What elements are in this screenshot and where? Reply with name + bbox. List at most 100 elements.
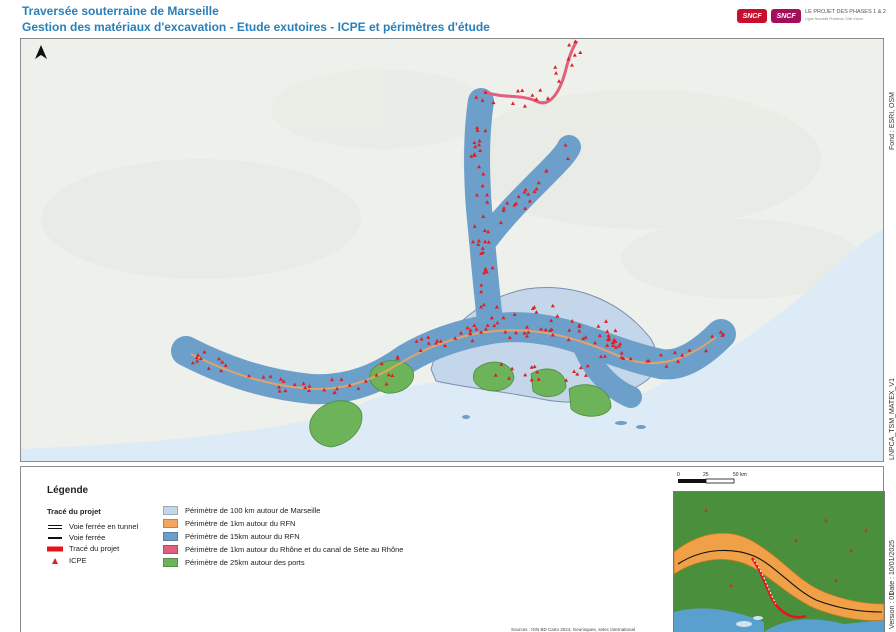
icpe-marker	[307, 384, 312, 388]
icpe-marker	[572, 369, 577, 373]
icpe-marker	[490, 265, 495, 270]
icpe-marker	[479, 283, 484, 287]
inset-map[interactable]	[673, 491, 885, 632]
icpe-marker	[524, 333, 529, 338]
icpe-marker	[442, 343, 447, 348]
icpe-marker	[414, 339, 419, 343]
icpe-marker	[486, 239, 491, 244]
icpe-marker	[489, 315, 494, 320]
icpe-marker	[470, 338, 475, 343]
map-subtitle: Gestion des matériaux d'excavation - Etu…	[22, 20, 490, 34]
icpe-marker	[501, 206, 506, 210]
icpe-marker	[476, 238, 481, 243]
legend-item-rhone: Périmètre de 1km autour du Rhône et du c…	[163, 544, 403, 555]
icpe-marker	[480, 183, 485, 188]
icpe-marker	[567, 42, 572, 47]
icpe-marker	[526, 192, 531, 196]
icpe-marker	[472, 140, 477, 145]
main-map[interactable]	[20, 38, 884, 462]
icpe-marker	[306, 388, 311, 393]
icpe-marker	[453, 336, 458, 340]
icpe-marker	[721, 332, 726, 336]
swatch-rfn1	[163, 519, 178, 528]
icpe-marker	[619, 350, 624, 355]
icpe-marker	[480, 98, 485, 102]
sncf-logo: SNCF	[737, 9, 768, 23]
icpe-marker	[501, 315, 506, 320]
icpe-marker	[474, 95, 479, 99]
icpe-marker	[510, 101, 515, 105]
icpe-marker	[548, 328, 553, 333]
icpe-marker	[474, 327, 479, 331]
icpe-marker	[419, 336, 424, 341]
icpe-marker	[583, 335, 588, 339]
icpe-marker	[563, 142, 568, 147]
map-version: Version : 01	[889, 592, 896, 629]
icpe-marker	[347, 383, 352, 387]
icpe-marker	[538, 88, 543, 92]
basemap-credit: Fond : ESRI, OSM	[889, 92, 896, 150]
icpe-marker	[514, 201, 519, 206]
icpe-marker	[564, 378, 569, 382]
icpe-marker	[570, 319, 575, 323]
icpe-marker	[471, 239, 476, 244]
icpe-marker	[485, 192, 490, 197]
icpe-marker	[494, 304, 499, 309]
icpe-marker	[477, 164, 482, 169]
icpe-marker	[198, 356, 203, 361]
icpe-marker	[475, 125, 480, 130]
icpe-marker	[557, 79, 562, 83]
icpe-marker	[194, 355, 199, 360]
icpe-marker	[384, 381, 389, 386]
icpe-marker	[523, 372, 528, 377]
project-line-icon	[47, 545, 63, 553]
icpe-marker	[534, 310, 539, 314]
icpe-marker	[613, 339, 618, 343]
icpe-marker	[472, 323, 477, 327]
sea	[21, 229, 883, 461]
icpe-marker	[468, 331, 473, 335]
inset-map-svg	[674, 492, 884, 632]
icpe-marker	[390, 373, 395, 378]
icpe-marker	[513, 330, 518, 335]
icpe-marker	[596, 324, 601, 328]
relief-texture	[41, 69, 861, 299]
icpe-marker	[575, 371, 580, 376]
icpe-marker	[530, 93, 535, 97]
map-title: Traversée souterraine de Marseille	[22, 4, 219, 18]
legend-item-project: Tracé du projet	[47, 543, 119, 554]
icpe-marker	[628, 356, 633, 361]
swatch-rhone	[163, 545, 178, 554]
icpe-marker	[532, 189, 537, 194]
icpe-marker	[481, 302, 486, 307]
legend-label-icpe: ICPE	[69, 556, 87, 565]
icpe-marker	[303, 385, 308, 390]
project-logo-text: LE PROJET DES PHASES 1 & 2 Ligne Nouvell…	[805, 9, 886, 23]
icpe-marker	[534, 97, 539, 101]
legend-label-tunnel: Voie ferrée en tunnel	[69, 522, 139, 531]
icpe-marker	[426, 341, 431, 345]
north-arrow-icon	[35, 45, 47, 59]
icpe-marker	[718, 330, 723, 334]
icpe-marker	[606, 333, 611, 338]
icpe-marker	[190, 360, 195, 365]
icpe-marker	[472, 152, 477, 156]
icpe-marker	[545, 96, 550, 100]
icpe-marker	[593, 340, 598, 345]
icpe-marker	[492, 323, 497, 328]
icpe-marker	[532, 305, 537, 309]
sources-text: Sources : IGN BD Carto 2024, Georisques,…	[511, 627, 636, 632]
icpe-marker	[554, 71, 559, 75]
icpe-marker	[536, 180, 541, 185]
icpe-marker	[526, 330, 531, 334]
legend-label-ports: Périmètre de 25km autour des ports	[185, 558, 305, 567]
legend-panel: Légende Tracé du projet Voie ferrée en t…	[20, 466, 885, 632]
icpe-marker	[523, 206, 528, 210]
icpe-marker	[485, 323, 490, 327]
icpe-marker	[619, 355, 624, 359]
icpe-marker	[483, 239, 488, 244]
map-date: Date : 10/01/2025	[889, 540, 896, 596]
icpe-marker	[482, 270, 487, 275]
icpe-marker	[505, 200, 510, 205]
icpe-marker	[532, 364, 537, 369]
